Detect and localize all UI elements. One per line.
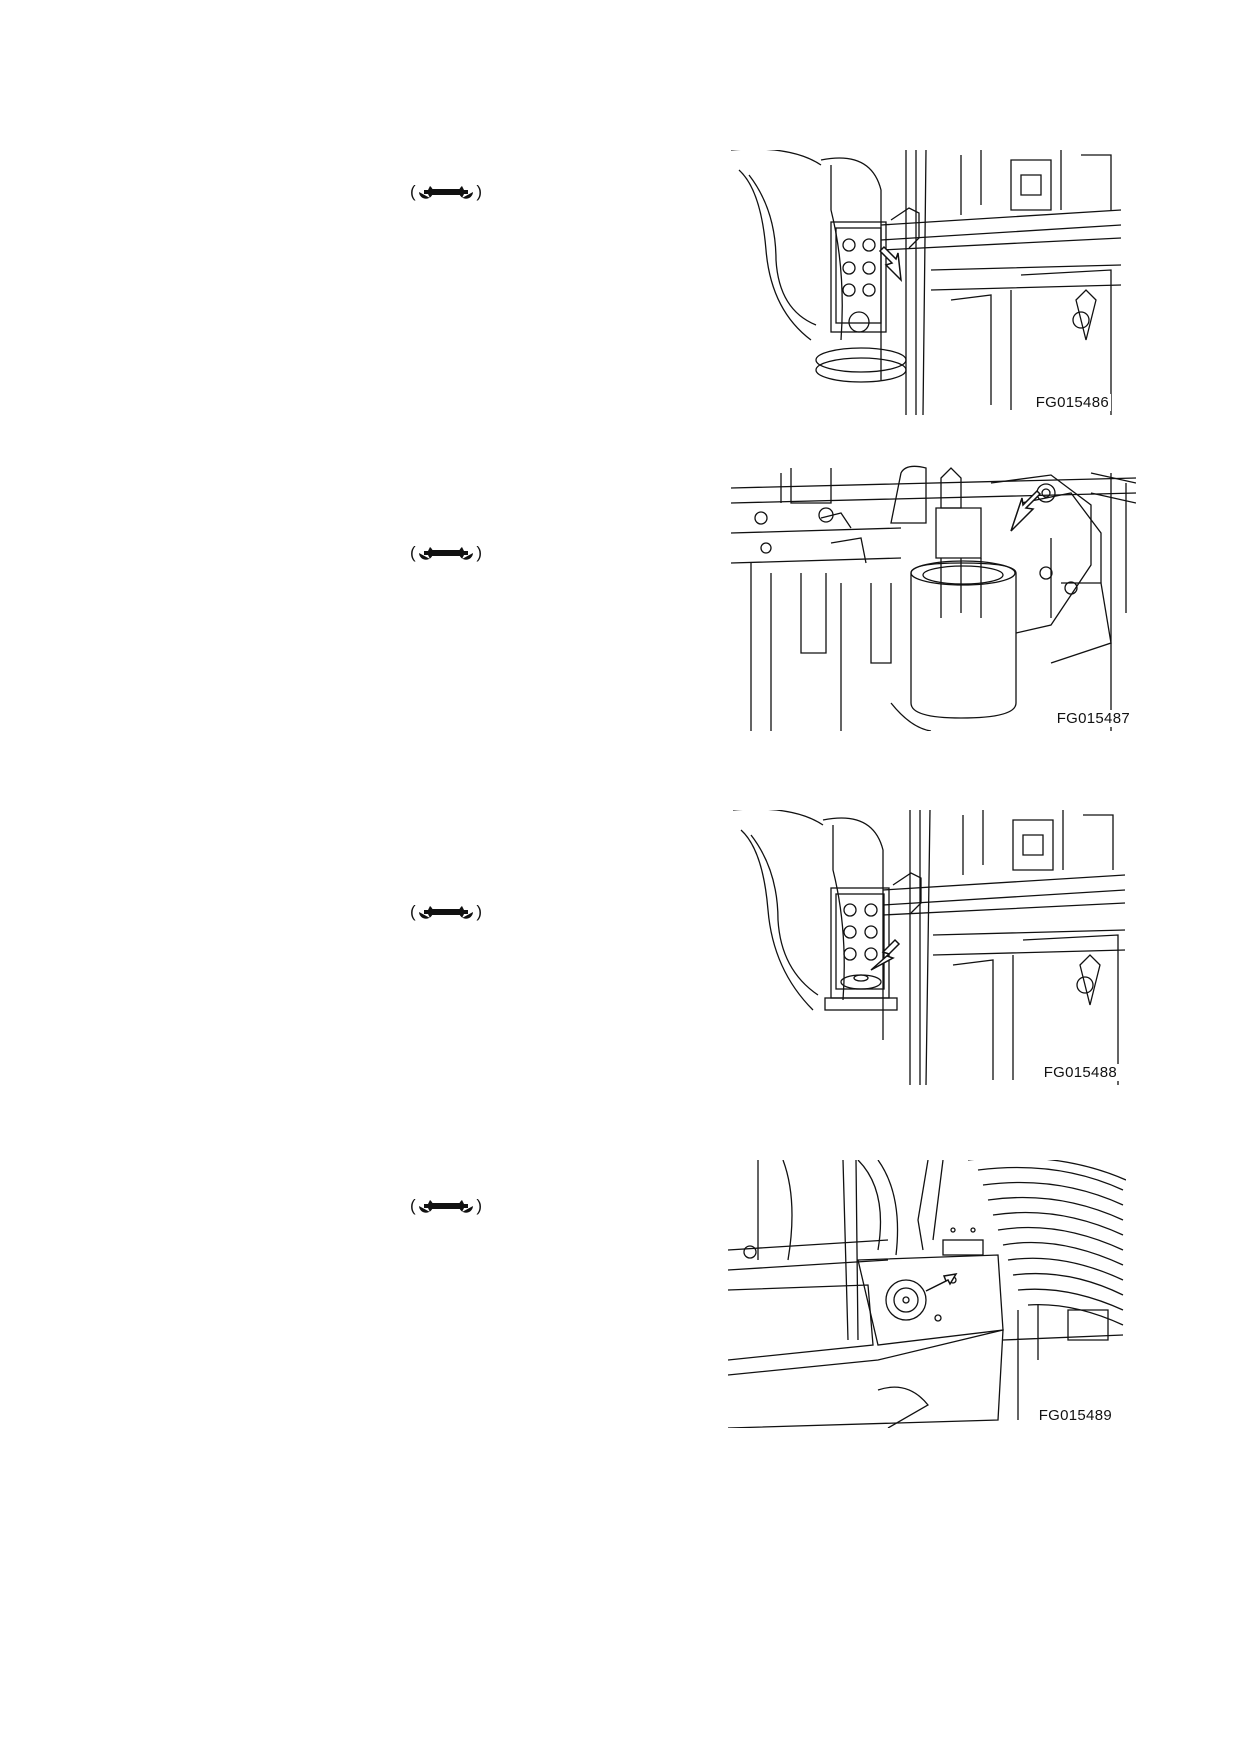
figure-id: FG015489 bbox=[1036, 1407, 1114, 1424]
engine-figure: FG015489 bbox=[728, 1160, 1126, 1428]
oil-filter-drawing bbox=[731, 465, 1136, 731]
figure-id: FG015487 bbox=[1054, 710, 1132, 727]
torque-indicator: ( ) bbox=[410, 543, 482, 563]
open-paren: ( bbox=[410, 902, 416, 921]
torque-indicator: ( ) bbox=[410, 902, 482, 922]
torque-indicator: ( ) bbox=[410, 182, 482, 202]
wrench-icon bbox=[419, 906, 473, 919]
close-paren: ) bbox=[476, 543, 482, 562]
torque-indicator: ( ) bbox=[410, 1196, 482, 1216]
engine-figure: FG015487 bbox=[731, 463, 1136, 731]
open-paren: ( bbox=[410, 182, 416, 201]
figure-id: FG015488 bbox=[1041, 1064, 1119, 1081]
close-paren: ) bbox=[476, 1196, 482, 1215]
close-paren: ) bbox=[476, 902, 482, 921]
wrench-icon bbox=[419, 547, 473, 560]
lower-mount-drawing bbox=[728, 1160, 1126, 1428]
engine-figure: FG015486 bbox=[731, 150, 1121, 415]
engine-mount-drawing bbox=[733, 810, 1125, 1085]
open-paren: ( bbox=[410, 543, 416, 562]
close-paren: ) bbox=[476, 182, 482, 201]
wrench-icon bbox=[419, 186, 473, 199]
engine-figure: FG015488 bbox=[733, 810, 1125, 1085]
figure-id: FG015486 bbox=[1033, 394, 1111, 411]
open-paren: ( bbox=[410, 1196, 416, 1215]
wrench-icon bbox=[419, 1200, 473, 1213]
engine-mount-drawing bbox=[731, 150, 1121, 415]
